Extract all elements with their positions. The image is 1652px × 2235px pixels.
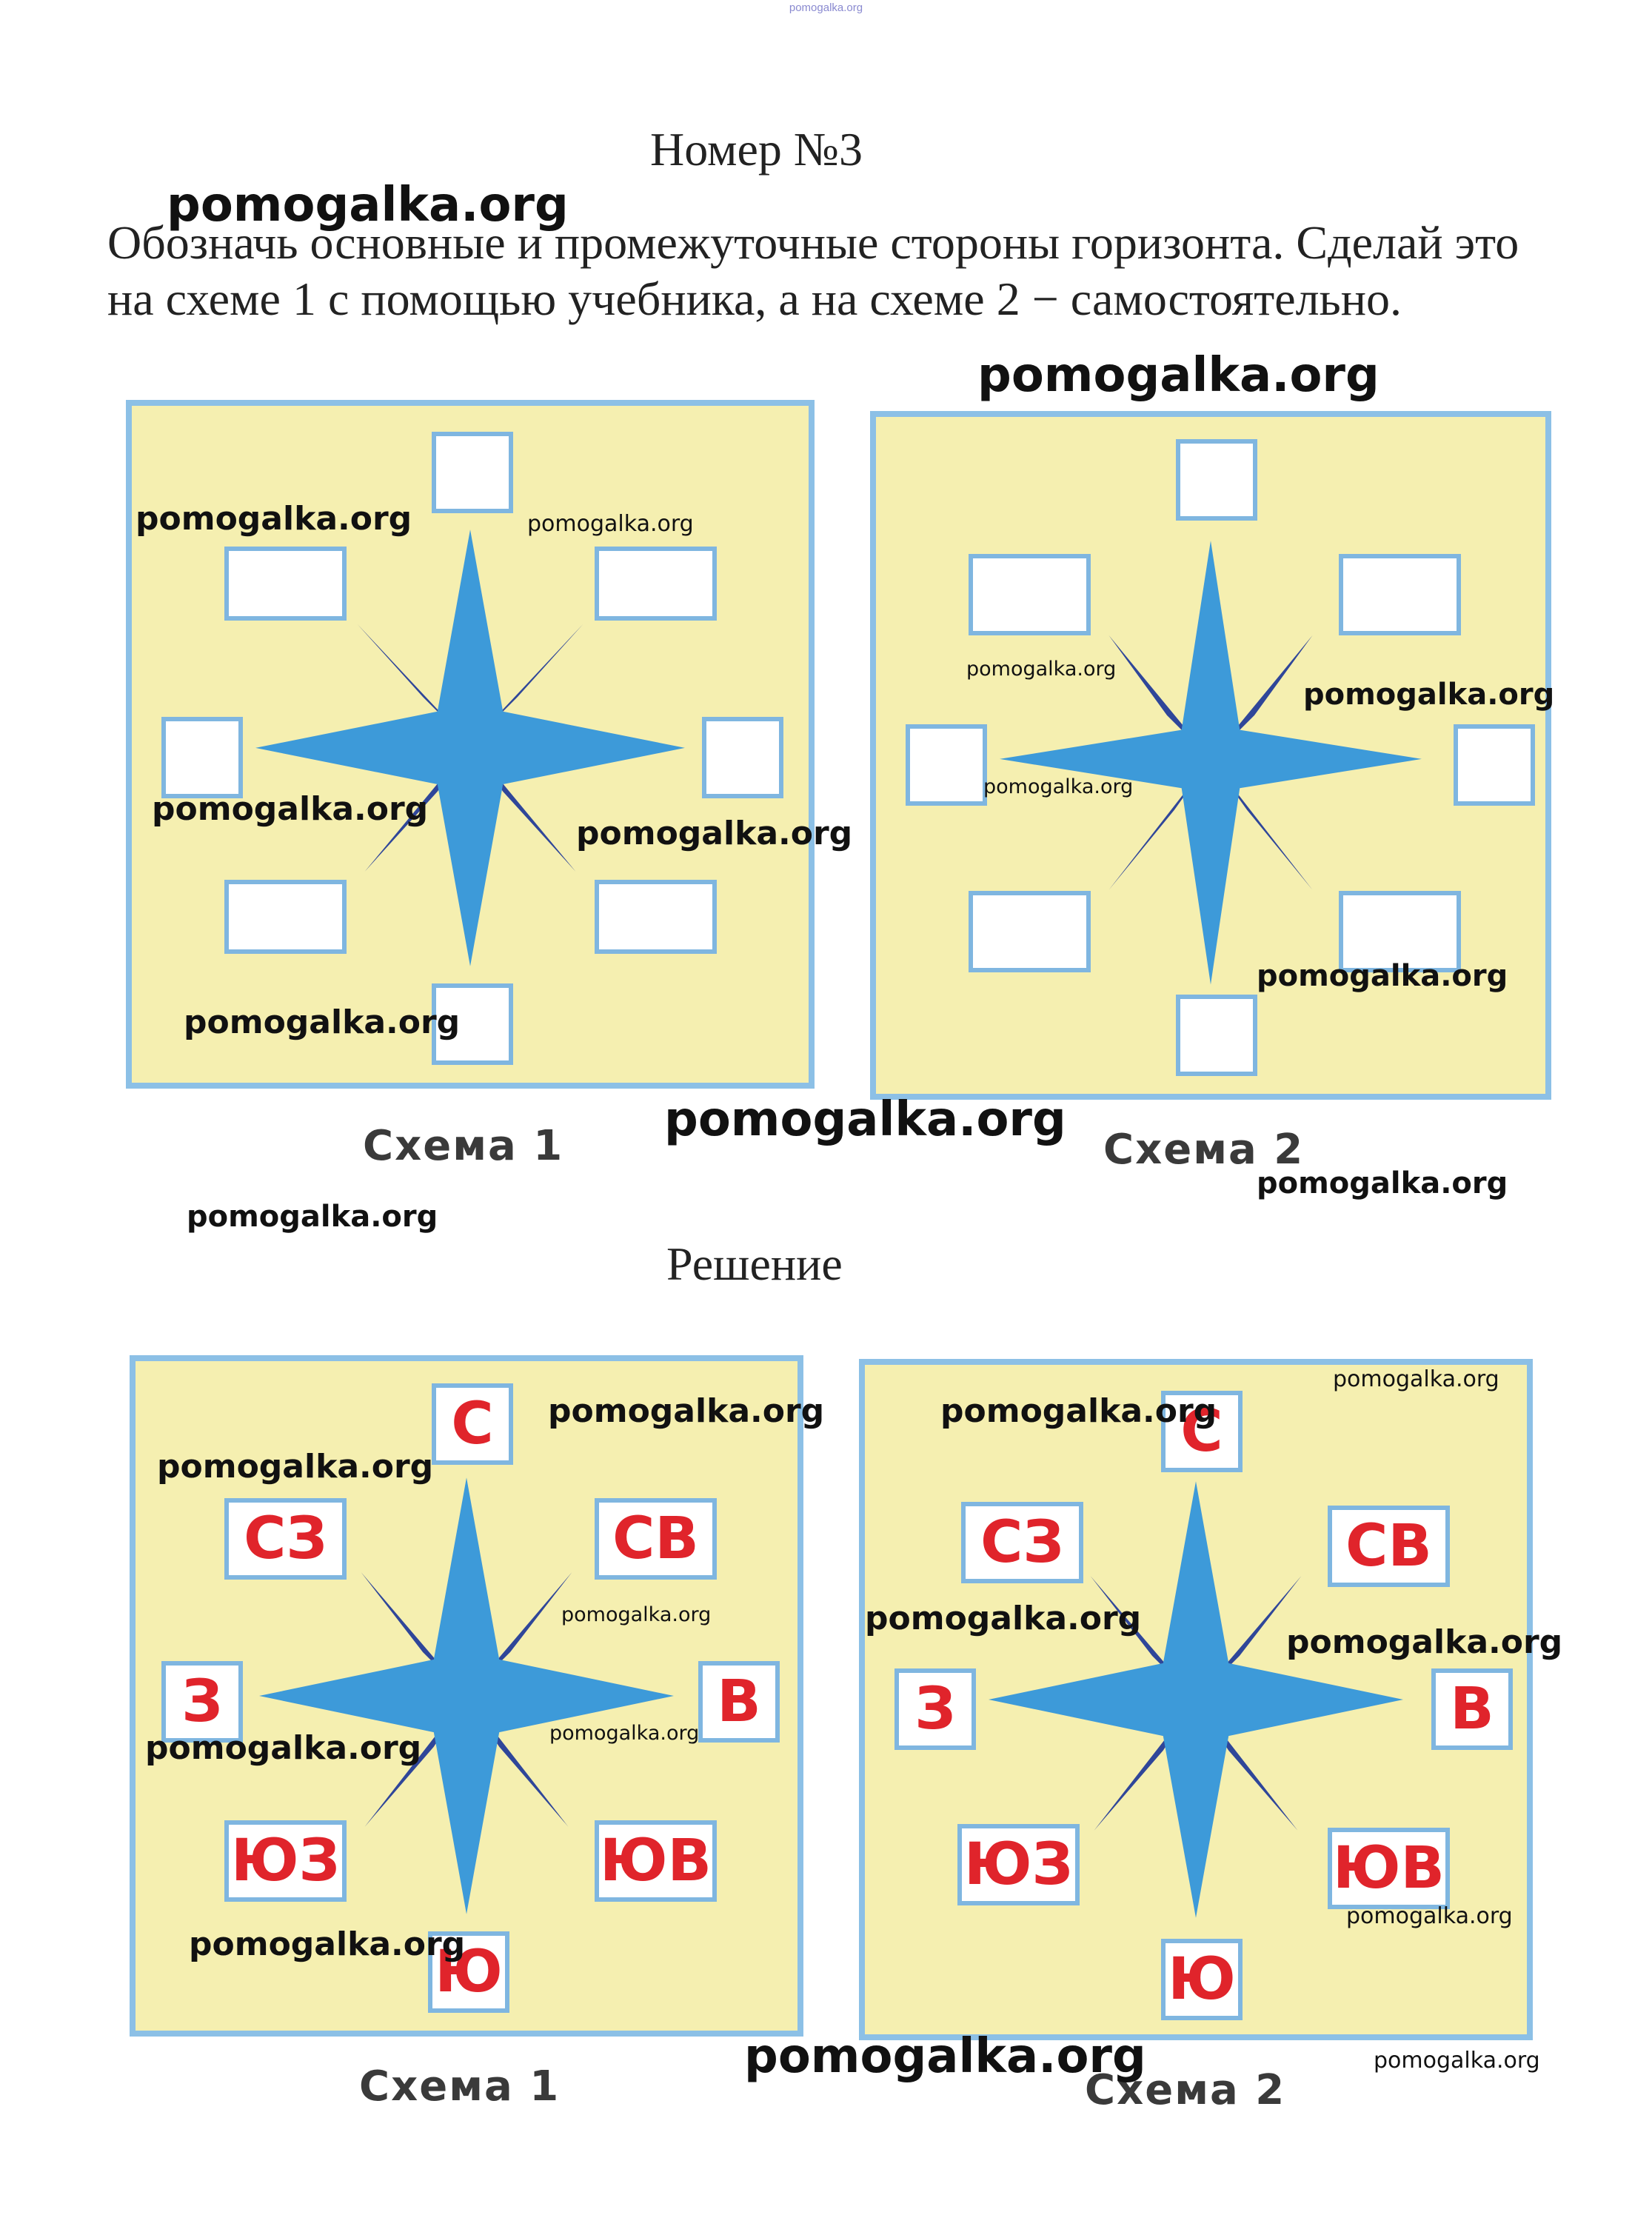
scheme-1-solution: С СЗ СВ З В ЮЗ ЮВ Ю [130, 1355, 803, 2037]
direction-box-w[interactable] [906, 724, 987, 806]
watermark: pomogalka.org [664, 1092, 1066, 1147]
direction-box-e[interactable] [702, 717, 783, 798]
direction-box-se[interactable] [1339, 891, 1461, 972]
watermark: pomogalka.org [940, 1392, 1217, 1430]
scheme-2-caption: Схема 2 [1103, 1126, 1305, 1174]
direction-box-nw[interactable] [224, 547, 347, 621]
compass-rose-icon [259, 1477, 674, 1914]
watermark: pomogalka.org [1303, 678, 1555, 712]
direction-box-n[interactable] [1176, 439, 1257, 521]
watermark: pomogalka.org [1333, 1366, 1499, 1392]
direction-label-nw: СЗ [224, 1498, 347, 1580]
direction-box-ne[interactable] [595, 547, 717, 621]
watermark: pomogalka.org [189, 1925, 466, 1963]
scheme-2-task [870, 411, 1551, 1100]
direction-box-sw[interactable] [224, 880, 347, 954]
direction-box-e[interactable] [1454, 724, 1535, 806]
scheme-1-task [126, 400, 815, 1089]
watermark: pomogalka.org [1257, 959, 1508, 993]
scheme-2-caption: Схема 2 [1085, 2066, 1286, 2114]
direction-label-n: С [432, 1383, 513, 1465]
direction-label-e: В [1431, 1668, 1513, 1750]
scheme-1-caption: Схема 1 [359, 2062, 561, 2111]
watermark: pomogalka.org [977, 348, 1380, 403]
direction-label-sw: ЮЗ [957, 1824, 1080, 1905]
watermark: pomogalka.org [1346, 1903, 1513, 1929]
watermark: pomogalka.org [145, 1729, 422, 1767]
watermark: pomogalka.org [1286, 1623, 1563, 1661]
direction-box-ne[interactable] [1339, 554, 1461, 635]
direction-label-nw: СЗ [961, 1502, 1083, 1583]
direction-label-s: Ю [1161, 1939, 1243, 2020]
page-title: Номер №3 [650, 123, 863, 176]
watermark: pomogalka.org [865, 1600, 1142, 1637]
direction-box-s[interactable] [432, 983, 513, 1065]
direction-box-se[interactable] [595, 880, 717, 954]
watermark: pomogalka.org [527, 511, 694, 537]
direction-label-s: Ю [428, 1931, 509, 2013]
watermark: pomogalka.org [167, 178, 569, 233]
direction-label-ne: СВ [1328, 1506, 1450, 1587]
direction-label-w: З [161, 1661, 243, 1743]
watermark: pomogalka.org [744, 2029, 1146, 2084]
direction-box-sw[interactable] [969, 891, 1091, 972]
direction-box-n[interactable] [432, 432, 513, 513]
task-text: Обозначь основные и промежуточные сторон… [107, 216, 1519, 325]
direction-label-ne: СВ [595, 1498, 717, 1580]
watermark: pomogalka.org [187, 1200, 438, 1234]
watermark: pomogalka.org [157, 1448, 434, 1486]
watermark: pomogalka.org [184, 1003, 461, 1041]
direction-box-s[interactable] [1176, 995, 1257, 1076]
compass-rose-icon [255, 529, 685, 966]
top-watermark: pomogalka.org [789, 1, 863, 14]
scheme-1-caption: Схема 1 [363, 1122, 564, 1170]
direction-label-w: З [894, 1668, 976, 1750]
watermark: pomogalka.org [966, 658, 1117, 681]
solution-title: Решение [666, 1237, 843, 1290]
watermark: pomogalka.org [1374, 2048, 1540, 2074]
direction-box-w[interactable] [161, 717, 243, 798]
watermark: pomogalka.org [561, 1603, 712, 1626]
direction-label-se: ЮВ [1328, 1828, 1450, 1909]
watermark: pomogalka.org [549, 1722, 700, 1745]
watermark: pomogalka.org [152, 790, 429, 828]
direction-label-se: ЮВ [595, 1820, 717, 1902]
watermark: pomogalka.org [136, 500, 412, 538]
direction-label-sw: ЮЗ [224, 1820, 347, 1902]
direction-label-e: В [698, 1661, 780, 1743]
watermark: pomogalka.org [1257, 1166, 1508, 1200]
watermark: pomogalka.org [576, 815, 853, 852]
compass-rose-icon [1000, 541, 1422, 985]
watermark: pomogalka.org [983, 775, 1134, 798]
compass-rose-icon [989, 1481, 1403, 1918]
watermark: pomogalka.org [548, 1392, 825, 1430]
direction-label-n: С [1161, 1391, 1243, 1472]
scheme-2-solution: С СЗ СВ З В ЮЗ ЮВ Ю [859, 1359, 1533, 2040]
direction-box-nw[interactable] [969, 554, 1091, 635]
